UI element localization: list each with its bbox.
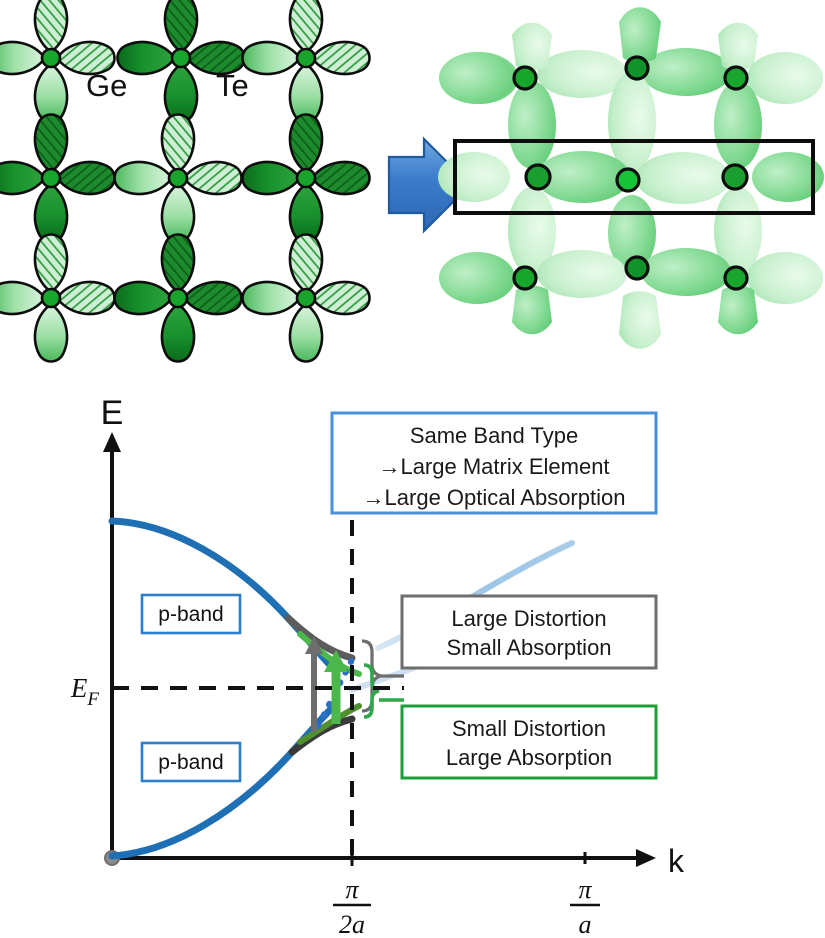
orbital-cross	[241, 233, 371, 363]
orbital-cross	[241, 113, 371, 243]
orbital-cross	[241, 0, 371, 123]
svg-text:π: π	[578, 875, 592, 904]
atom-core	[167, 287, 189, 309]
right-arrow-shape	[387, 136, 472, 234]
energy-axis-label: E	[101, 394, 124, 432]
orbital-cross	[0, 113, 116, 243]
atom-core	[40, 167, 62, 189]
same-band-type-line-2: →Large Matrix Element	[378, 454, 609, 479]
k-axis-arrowhead	[636, 849, 656, 867]
lattice-atoms	[512, 55, 749, 291]
unit-cell-highlight-rect	[453, 139, 815, 215]
lattice-lobes	[438, 7, 824, 349]
unaligned-orbital-grid: Ge Te	[0, 0, 371, 363]
atom-core	[167, 167, 189, 189]
orbital-cross	[113, 113, 243, 243]
x-tick-label-pi-a: π a	[570, 875, 600, 938]
gray-upper-band-edge	[284, 614, 356, 662]
atom-core	[295, 47, 317, 69]
small-distortion-line-1: Small Distortion	[452, 716, 606, 741]
atom-core	[295, 287, 317, 309]
lower-p-band-curve	[108, 706, 334, 860]
right-arrow	[387, 136, 472, 234]
orbital-cross	[116, 0, 246, 123]
svg-text:p-band: p-band	[158, 603, 223, 626]
svg-text:a: a	[579, 910, 592, 938]
upper-p-band-curve	[108, 517, 334, 669]
atom-core	[40, 47, 62, 69]
energy-band-diagram: E k EF	[70, 394, 685, 938]
green-transition-arrowhead	[324, 650, 348, 672]
gray-transition-arrowhead	[305, 636, 323, 654]
svg-text:π: π	[345, 875, 359, 904]
orbital-cross	[0, 0, 116, 123]
svg-text:2a: 2a	[339, 910, 365, 938]
atom-core	[295, 167, 317, 189]
energy-axis-arrowhead	[103, 432, 121, 452]
fermi-level-label: EF	[70, 673, 100, 710]
atom-label-ge: Ge	[86, 68, 127, 103]
blue-dotted-transition-arrow	[315, 649, 359, 729]
green-brace	[363, 663, 380, 719]
p-band-label-upper: p-band	[140, 593, 242, 635]
gray-lower-band-edge	[288, 715, 356, 756]
aligned-orbital-lattice	[438, 7, 824, 349]
atom-label-te: Te	[216, 68, 249, 103]
atom-core	[170, 47, 192, 69]
orbital-cross	[0, 233, 116, 363]
k-axis-label: k	[668, 843, 685, 879]
large-distortion-line-2: Small Absorption	[446, 635, 611, 660]
same-band-type-box: Same Band Type →Large Matrix Element →La…	[330, 411, 658, 515]
small-distortion-line-2: Large Absorption	[446, 745, 612, 770]
atom-core	[40, 287, 62, 309]
x-tick-label-pi-2a: π 2a	[333, 875, 371, 938]
svg-text:p-band: p-band	[158, 751, 223, 774]
orbital-cross	[113, 233, 243, 363]
same-band-type-line-3: →Large Optical Absorption	[363, 485, 626, 510]
p-band-label-lower: p-band	[140, 741, 242, 783]
same-band-type-line-1: Same Band Type	[410, 423, 578, 448]
large-distortion-line-1: Large Distortion	[451, 606, 606, 631]
small-distortion-box: Small Distortion Large Absorption	[400, 704, 658, 780]
large-distortion-box: Large Distortion Small Absorption	[400, 594, 658, 670]
